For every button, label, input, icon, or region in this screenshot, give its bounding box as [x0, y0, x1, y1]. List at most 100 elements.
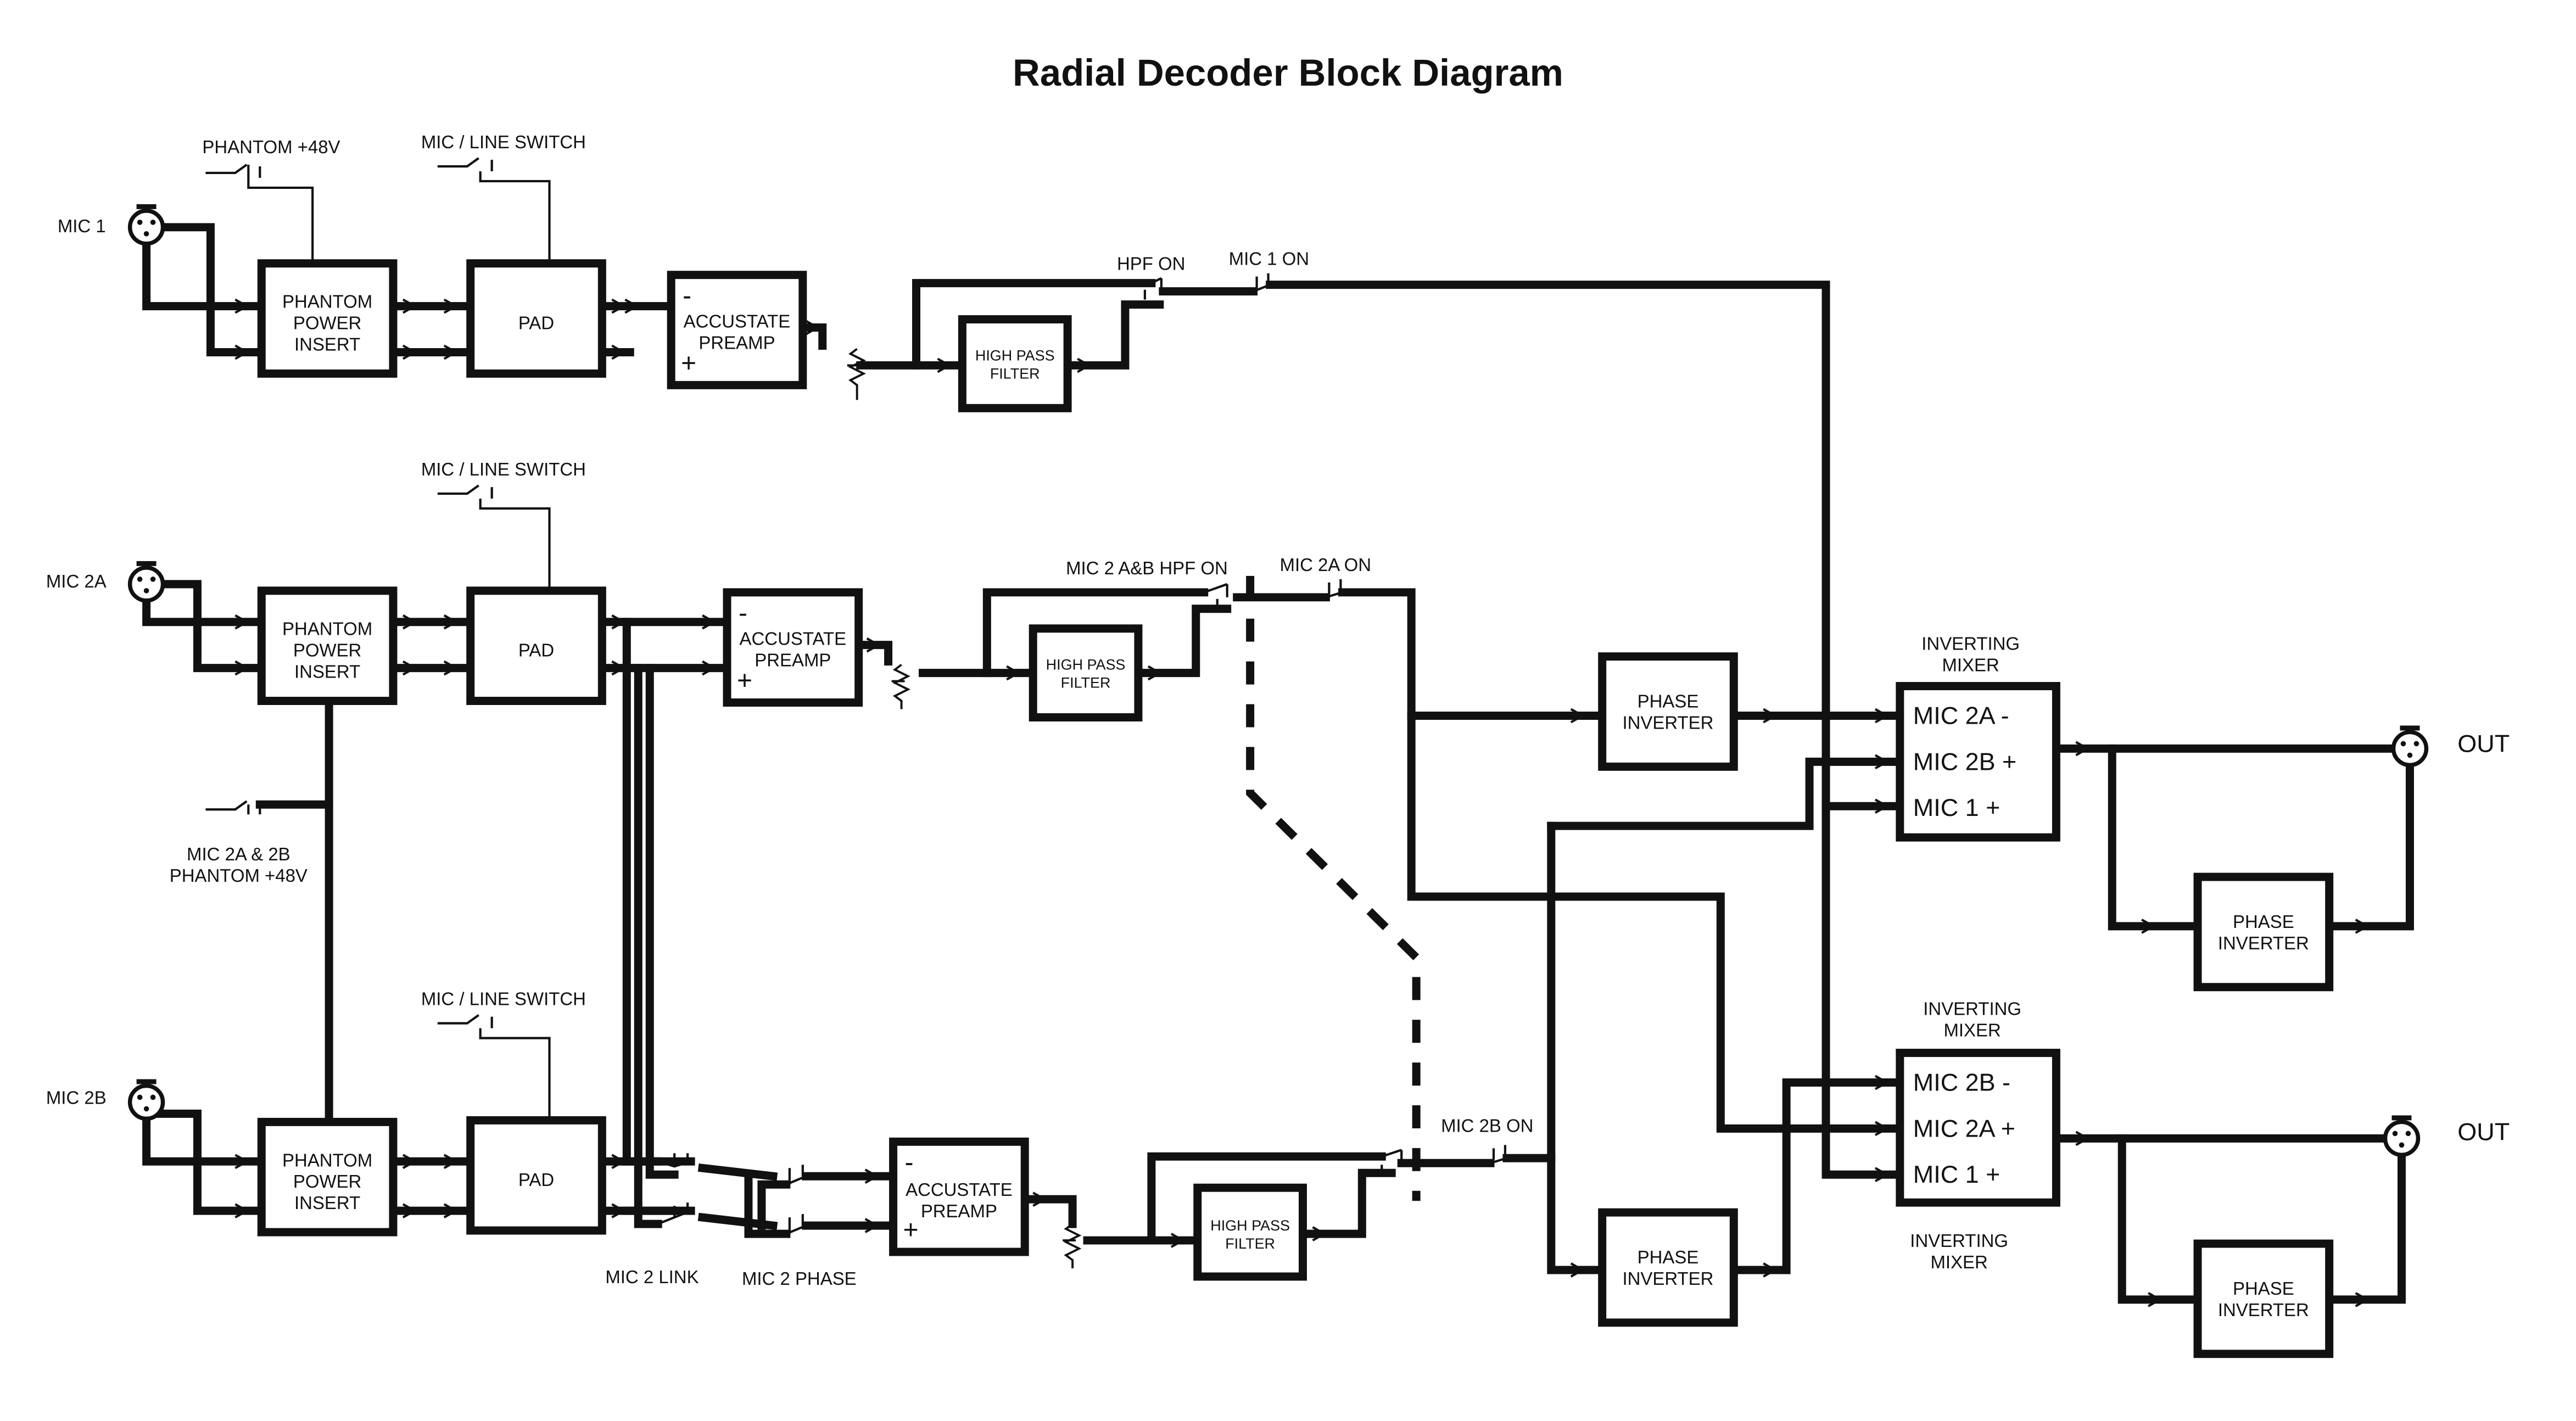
svg-text:PAD: PAD [518, 313, 554, 333]
labels: MIC 1 MIC 2A MIC 2B PHANTOM +48V MIC / L… [46, 132, 2510, 1289]
phase-inverter-out2: PHASE INVERTER [2193, 1239, 2334, 1358]
svg-text:ACCUSTATE: ACCUSTATE [684, 311, 791, 332]
svg-text:PHANTOM: PHANTOM [282, 292, 372, 312]
label-mic-line-3: MIC / LINE SWITCH [421, 989, 586, 1009]
svg-text:FILTER: FILTER [990, 365, 1040, 382]
label-mic1-on: MIC 1 ON [1229, 249, 1309, 269]
svg-text:PAD: PAD [518, 1170, 554, 1190]
svg-text:MIC 1 +: MIC 1 + [1913, 1160, 2001, 1188]
svg-text:PHANTOM: PHANTOM [282, 619, 372, 639]
label-inv-mixer-top-1: INVERTING [1921, 634, 2020, 654]
preamp-block-1: - ACCUSTATE PREAMP + [667, 271, 807, 389]
svg-text:INVERTER: INVERTER [2218, 1300, 2309, 1320]
inverting-mixer-2: MIC 2B - MIC 2A + MIC 1 + [1896, 1049, 2060, 1207]
svg-text:-: - [905, 1148, 914, 1177]
svg-text:PREAMP: PREAMP [755, 650, 831, 670]
label-inv-mixer-mid-1: INVERTING [1923, 999, 2021, 1019]
svg-text:ACCUSTATE: ACCUSTATE [740, 629, 847, 649]
preamp-block-2: - ACCUSTATE PREAMP + [723, 588, 863, 707]
svg-text:POWER: POWER [293, 640, 361, 661]
hpf-block-3: HIGH PASS FILTER [1193, 1183, 1307, 1281]
label-mic2a-on: MIC 2A ON [1280, 555, 1372, 575]
svg-text:MIC 2B -: MIC 2B - [1913, 1068, 2010, 1096]
svg-text:-: - [739, 599, 747, 628]
label-mic2-phase: MIC 2 PHASE [742, 1268, 857, 1289]
label-out-2: OUT [2457, 1117, 2510, 1145]
svg-text:PAD: PAD [518, 640, 554, 661]
svg-text:ACCUSTATE: ACCUSTATE [906, 1179, 1013, 1200]
pad-block-1: PAD [466, 259, 606, 378]
hpf-block-1: HIGH PASS FILTER [958, 315, 1072, 412]
phantom-insert-block-3: PHANTOM POWER INSERT [257, 1117, 398, 1237]
svg-text:PHANTOM: PHANTOM [282, 1150, 372, 1170]
label-mic2b: MIC 2B [46, 1087, 107, 1107]
label-hpf-on: HPF ON [1117, 254, 1185, 274]
svg-text:-: - [683, 282, 691, 311]
inverting-mixer-1: MIC 2A - MIC 2B + MIC 1 + [1896, 682, 2060, 842]
svg-text:PREAMP: PREAMP [699, 332, 775, 353]
signal-arrows [234, 298, 2370, 1307]
hpf-block-2: HIGH PASS FILTER [1029, 624, 1143, 721]
svg-text:+: + [903, 1216, 919, 1245]
svg-text:INSERT: INSERT [294, 334, 360, 354]
pad-block-2: PAD [466, 586, 606, 706]
label-mic-line-1: MIC / LINE SWITCH [421, 132, 586, 152]
label-mic2a: MIC 2A [46, 571, 107, 591]
label-phantom-2ab-line2: PHANTOM +48V [170, 865, 308, 886]
label-mic1: MIC 1 [58, 216, 106, 236]
xlr-mic1-icon [127, 204, 165, 246]
label-inv-mixer-bot-1: INVERTING [1910, 1230, 2008, 1251]
label-out-1: OUT [2457, 729, 2510, 757]
xlr-mic2b-icon [127, 1079, 165, 1121]
label-mic2b-on: MIC 2B ON [1441, 1115, 1533, 1135]
svg-text:+: + [681, 349, 696, 378]
phase-inverter-block-2a: PHASE INVERTER [1598, 652, 1738, 771]
svg-text:PREAMP: PREAMP [921, 1201, 997, 1221]
svg-text:MIC 1 +: MIC 1 + [1913, 793, 2001, 821]
phantom-insert-block-1: PHANTOM POWER INSERT [257, 259, 398, 378]
svg-text:INSERT: INSERT [294, 1193, 360, 1213]
potentiometers [847, 348, 1082, 1268]
label-inv-mixer-top-2: MIXER [1942, 655, 1999, 675]
svg-text:MIC 2B +: MIC 2B + [1913, 747, 2016, 775]
wires [142, 223, 2414, 1304]
svg-text:HIGH PASS: HIGH PASS [1210, 1217, 1290, 1234]
diagram-title: Radial Decoder Block Diagram [1013, 52, 1563, 94]
svg-text:HIGH PASS: HIGH PASS [975, 347, 1055, 363]
phase-inverter-out1: PHASE INVERTER [2193, 872, 2334, 992]
xlr-out1-icon [2391, 725, 2429, 768]
label-mic2ab-hpf-on: MIC 2 A&B HPF ON [1066, 558, 1228, 578]
svg-text:MIC 2A +: MIC 2A + [1913, 1114, 2015, 1142]
svg-text:POWER: POWER [293, 313, 361, 333]
svg-text:INVERTER: INVERTER [2218, 933, 2309, 953]
preamp-block-3: - ACCUSTATE PREAMP + [889, 1137, 1029, 1256]
label-inv-mixer-bot-2: MIXER [1931, 1252, 1988, 1272]
phantom-insert-block-2: PHANTOM POWER INSERT [257, 586, 398, 706]
svg-text:INVERTER: INVERTER [1622, 712, 1713, 732]
label-mic-line-2: MIC / LINE SWITCH [421, 459, 586, 479]
svg-text:PHASE: PHASE [1638, 1247, 1699, 1267]
blocks: PHANTOM POWER INSERT PAD - ACCUSTATE PRE… [257, 259, 2334, 1358]
label-phantom-2ab-line1: MIC 2A & 2B [187, 844, 290, 864]
svg-text:PHASE: PHASE [2233, 911, 2294, 932]
svg-text:+: + [737, 667, 752, 696]
xlr-mic2a-icon [127, 561, 165, 603]
svg-text:INSERT: INSERT [294, 662, 360, 682]
svg-text:POWER: POWER [293, 1171, 361, 1191]
xlr-out2-icon [2383, 1115, 2421, 1157]
label-phantom48: PHANTOM +48V [202, 137, 340, 157]
xlr-connectors [127, 204, 2429, 1157]
svg-text:FILTER: FILTER [1225, 1235, 1275, 1252]
svg-text:PHASE: PHASE [1638, 691, 1699, 712]
switch-symbols [205, 157, 1507, 1235]
phase-inverter-block-2b: PHASE INVERTER [1598, 1208, 1738, 1327]
label-mic2-link: MIC 2 LINK [605, 1267, 699, 1287]
svg-text:HIGH PASS: HIGH PASS [1046, 657, 1126, 673]
svg-text:MIC 2A -: MIC 2A - [1913, 701, 2009, 729]
svg-text:PHASE: PHASE [2233, 1278, 2294, 1299]
label-inv-mixer-mid-2: MIXER [1943, 1020, 2001, 1040]
svg-text:FILTER: FILTER [1061, 675, 1111, 691]
svg-text:INVERTER: INVERTER [1622, 1268, 1713, 1289]
